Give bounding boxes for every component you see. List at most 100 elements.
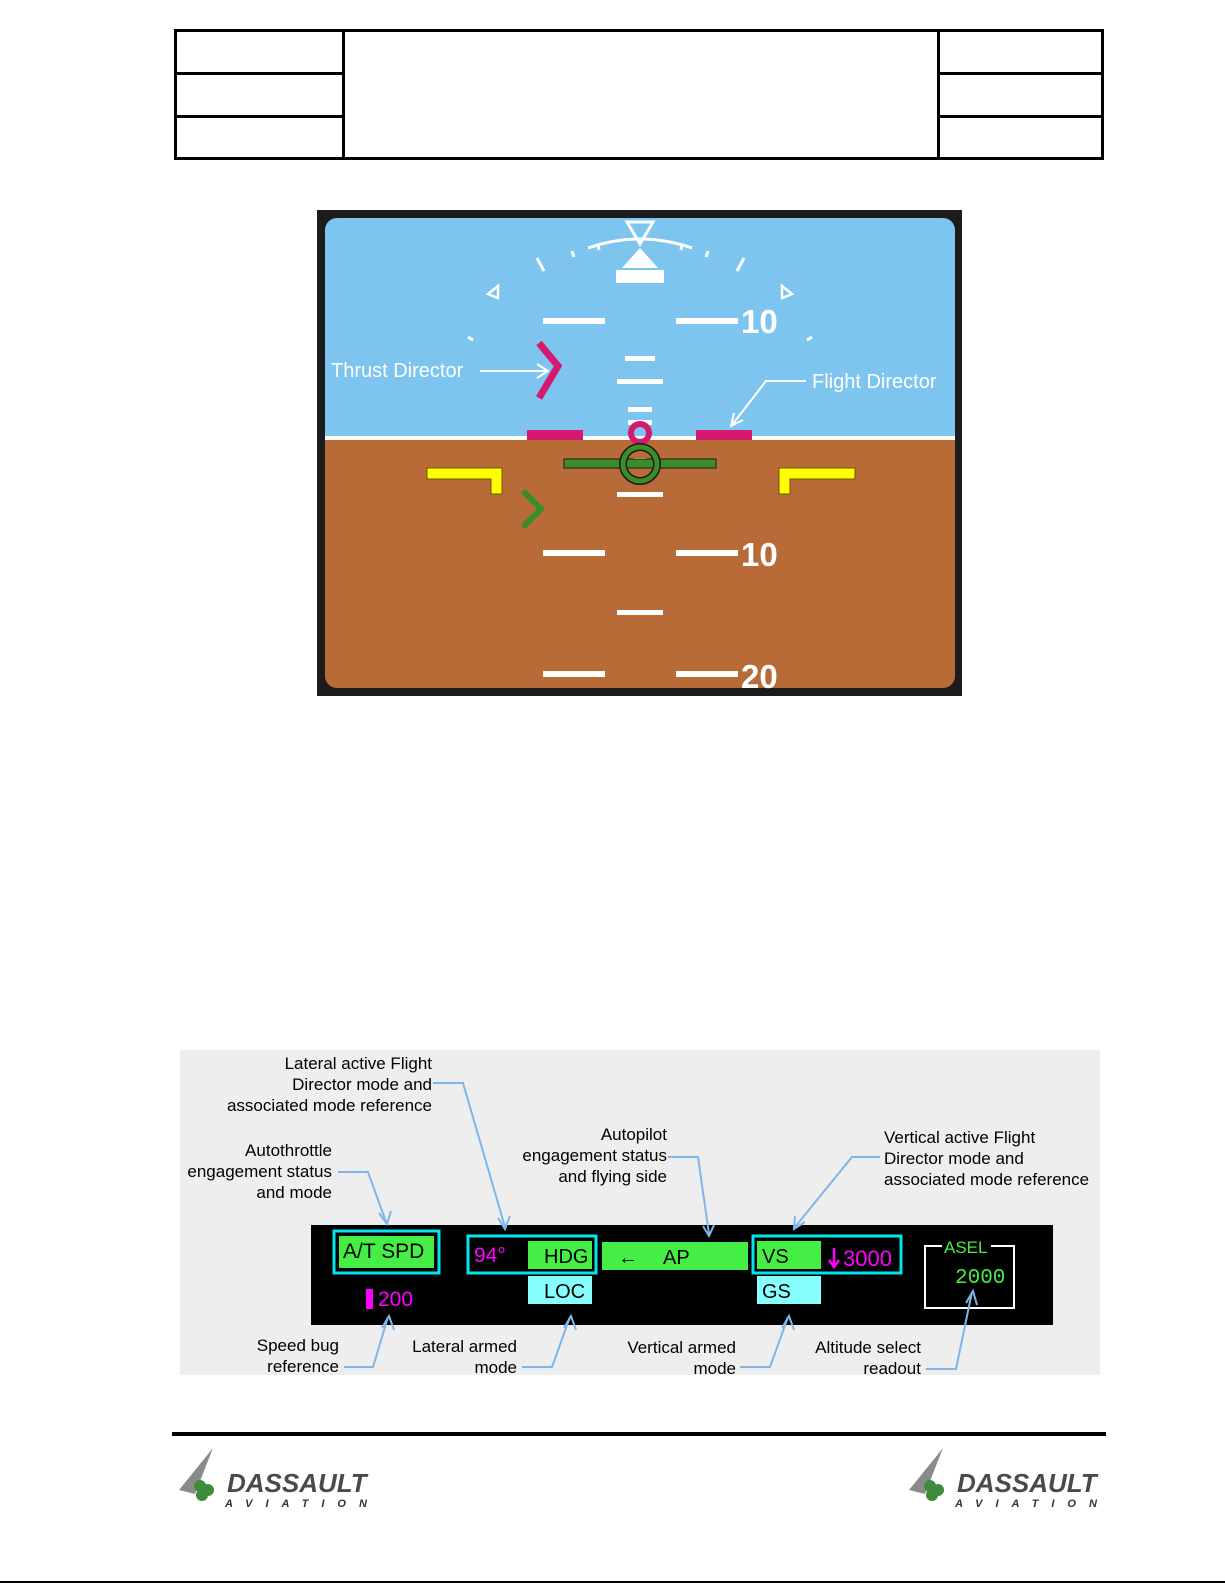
annotation-autopilot: Autopilot engagement status and flying s…	[522, 1125, 667, 1186]
arrow-head	[827, 1259, 841, 1270]
slip-indicator	[616, 270, 664, 283]
speed-bug-value: 200	[378, 1288, 413, 1311]
fma-diagram: A/T SPD 200 94° HDG LOC ← AP VS 3000 GS …	[180, 1050, 1100, 1375]
thrust-director-chevron	[535, 340, 563, 400]
emblem-wing	[179, 1448, 213, 1494]
aircraft-symbol-wings	[563, 458, 717, 469]
autothrottle-mode-fill	[339, 1236, 434, 1268]
annotation-vertical-active: Vertical active Flight Director mode and…	[884, 1128, 1090, 1189]
leader-lateral-armed	[522, 1316, 571, 1368]
leader-autothrottle	[338, 1171, 387, 1223]
emblem-clover	[926, 1489, 938, 1501]
leader-speed-bug	[344, 1316, 389, 1368]
roll-tick-30r	[735, 257, 746, 272]
flight-director-center	[628, 421, 652, 445]
roll-tick-20r	[704, 250, 710, 258]
vertical-armed-fill	[757, 1276, 821, 1304]
callout-flight-director: Flight Director	[812, 371, 937, 393]
roll-tick-60l	[467, 335, 474, 342]
pitch-label-up10: 10	[741, 303, 778, 340]
altitude-select-value: 2000	[955, 1267, 1005, 1290]
autothrottle-mode: A/T SPD	[343, 1240, 424, 1263]
vertical-reference-arrow-icon	[827, 1248, 841, 1270]
callout-arrowhead	[729, 412, 744, 428]
lateral-active-fill	[528, 1241, 592, 1269]
pitch-line-up10-right	[676, 318, 738, 324]
pitch-line-down10-left	[543, 550, 605, 556]
document-header-table	[174, 29, 1104, 160]
logo-brand-text: DASSAULT	[227, 1468, 367, 1498]
bank-index	[622, 248, 658, 268]
acceleration-chevron	[520, 488, 546, 530]
roll-tick-10l	[596, 243, 601, 251]
leader-arrowhead	[497, 1215, 511, 1232]
vertical-active-fill	[757, 1241, 821, 1269]
autothrottle-box	[332, 1229, 441, 1275]
autopilot-status: AP	[663, 1247, 690, 1269]
header-cell-right-1	[937, 32, 1101, 75]
roll-tick-30l	[535, 257, 546, 272]
dassault-logo-left: DASSAULT AVIATION	[175, 1446, 375, 1512]
header-cell-right-2	[937, 75, 1101, 118]
attitude-display: 10 10 20 Thrust Director Flight Director	[317, 210, 962, 696]
annotation-vertical-armed: Vertical armed mode	[627, 1338, 736, 1378]
lateral-armed-fill	[528, 1276, 592, 1304]
leader-arrowhead	[965, 1288, 978, 1306]
header-cell-left-2	[177, 75, 345, 118]
altitude-select-label: ASEL	[944, 1238, 987, 1257]
leader-arrowhead	[781, 1313, 795, 1331]
lateral-reference: 94°	[474, 1244, 506, 1267]
pitch-tick	[625, 356, 655, 361]
annotation-lateral-active: Lateral active Flight Director mode and …	[226, 1054, 432, 1115]
roll-marker-45l	[485, 283, 500, 300]
bottom-rule	[0, 1581, 1225, 1583]
wing-marker-right	[778, 467, 856, 495]
pitch-line-up10-left	[543, 318, 605, 324]
emblem-wing	[909, 1448, 943, 1494]
emblem-clover	[196, 1489, 208, 1501]
speed-bug-icon	[366, 1289, 373, 1309]
callout-arrowhead	[536, 363, 550, 379]
vertical-armed-mode: GS	[762, 1281, 791, 1303]
flight-director-bar-right	[696, 430, 752, 440]
vertical-box	[751, 1234, 903, 1275]
roll-marker-45r	[780, 283, 795, 300]
callout-leaders	[338, 1082, 978, 1370]
logo-emblem-icon	[909, 1448, 944, 1501]
leader-altitude-select	[926, 1291, 973, 1370]
logo-sub-text: AVIATION	[225, 1498, 380, 1510]
dassault-logo-right: DASSAULT AVIATION	[905, 1446, 1105, 1512]
pitch-tick	[628, 407, 652, 412]
leader-arrowhead	[792, 1215, 806, 1231]
header-cell-left-3	[177, 118, 345, 157]
lateral-armed-mode: LOC	[544, 1281, 585, 1303]
pitch-label-down10: 10	[741, 536, 778, 573]
pitch-line-down10-right	[676, 550, 738, 556]
flight-director-bar-left	[527, 430, 583, 440]
leader-arrowhead	[381, 1313, 395, 1331]
roll-tick-60r	[806, 335, 813, 342]
logo-sub-text: AVIATION	[955, 1498, 1110, 1510]
footer-rule	[172, 1432, 1106, 1436]
pitch-line-down20-right	[676, 671, 738, 677]
autopilot-fill	[602, 1242, 748, 1270]
lateral-box	[466, 1234, 598, 1275]
logo-brand-text: DASSAULT	[957, 1468, 1097, 1498]
pitch-line-up5	[617, 379, 663, 384]
pitch-line-down20-left	[543, 671, 605, 677]
leader-autopilot	[668, 1156, 710, 1235]
autopilot-arrow: ←	[618, 1247, 638, 1269]
lateral-active-mode: HDG	[544, 1246, 588, 1268]
leader-arrowhead	[563, 1313, 577, 1331]
horizon-line	[325, 436, 955, 440]
header-cell-left-1	[177, 32, 345, 75]
vertical-active-mode: VS	[762, 1246, 789, 1268]
pitch-label-down20: 20	[741, 658, 778, 695]
pitch-line-down5	[617, 492, 663, 497]
leader-vertical-active	[794, 1156, 880, 1228]
leader-vertical-armed	[740, 1316, 789, 1368]
annotation-autothrottle: Autothrottle engagement status and mode	[187, 1141, 332, 1202]
callout-arrow-line	[731, 380, 806, 426]
header-cell-right-3	[937, 118, 1101, 157]
roll-scale	[467, 237, 813, 342]
